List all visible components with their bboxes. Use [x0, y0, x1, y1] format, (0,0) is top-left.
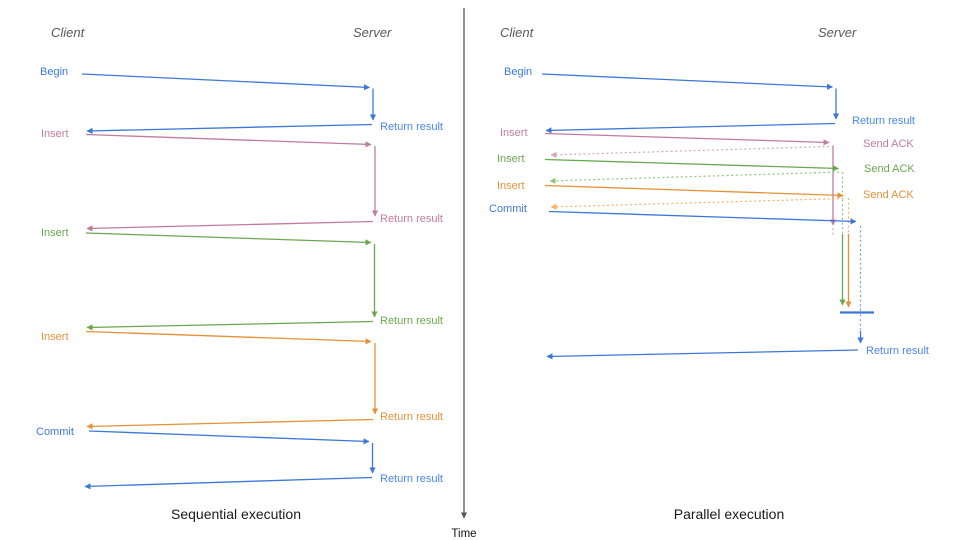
- par-insert3-ack-label: Send ACK: [863, 189, 914, 201]
- seq-commit-return-arrow: [84, 476, 373, 490]
- par-message-insert-1: Insert Send ACK: [500, 127, 914, 235]
- seq-insert1-return-arrow: [86, 220, 374, 232]
- par-insert3-request-arrow: [544, 184, 844, 199]
- seq-commit-label: Commit: [36, 426, 74, 438]
- seq-message-insert-1: Insert Return result: [41, 128, 443, 232]
- par-insert3-label: Insert: [497, 180, 525, 192]
- seq-begin-return-label: Return result: [380, 121, 443, 133]
- par-commit-request-arrow: [548, 210, 857, 225]
- par-insert2-ack-label: Send ACK: [864, 163, 915, 175]
- par-server-header: Server: [818, 25, 857, 40]
- par-message-insert-2: Insert Send ACK: [497, 153, 915, 306]
- par-insert1-ack-arrow: [550, 145, 830, 158]
- seq-message-commit: Commit Return result: [36, 426, 443, 490]
- time-axis: Time: [451, 8, 477, 540]
- par-title: Parallel execution: [674, 506, 785, 522]
- par-insert2-ack-arrow: [549, 171, 840, 184]
- time-axis-label: Time: [451, 528, 476, 540]
- seq-begin-return-arrow: [86, 123, 373, 134]
- seq-insert3-label: Insert: [41, 331, 69, 343]
- seq-insert1-request-arrow: [85, 133, 372, 148]
- seq-insert3-request-arrow: [85, 330, 372, 345]
- par-insert1-label: Insert: [500, 127, 528, 139]
- seq-insert2-return-arrow: [86, 320, 374, 331]
- par-commit-return-label: Return result: [866, 345, 929, 357]
- seq-message-insert-3: Insert Return result: [41, 330, 443, 430]
- seq-insert3-return-label: Return result: [380, 411, 443, 423]
- par-message-commit: Commit Return result: [489, 203, 929, 360]
- par-begin-request-arrow: [541, 73, 833, 90]
- par-insert1-request-arrow: [544, 132, 830, 146]
- seq-insert3-return-arrow: [86, 418, 374, 430]
- seq-insert1-return-label: Return result: [380, 213, 443, 225]
- seq-message-insert-2: Insert Return result: [41, 227, 443, 331]
- seq-commit-request-arrow: [88, 430, 370, 445]
- sequential-diagram: Client Server Begin Return result Insert…: [36, 25, 443, 522]
- seq-message-begin: Begin Return result: [40, 66, 443, 134]
- par-insert3-ack-arrow: [550, 197, 844, 210]
- par-begin-return-label: Return result: [852, 115, 915, 127]
- seq-insert2-request-arrow: [85, 232, 372, 246]
- seq-insert1-label: Insert: [41, 128, 69, 140]
- seq-server-header: Server: [353, 25, 392, 40]
- par-insert1-ack-label: Send ACK: [863, 138, 914, 150]
- par-commit-label: Commit: [489, 203, 527, 215]
- par-message-insert-3: Insert Send ACK: [497, 180, 914, 308]
- seq-title: Sequential execution: [171, 506, 301, 522]
- par-client-header: Client: [500, 25, 535, 40]
- par-insert2-label: Insert: [497, 153, 525, 165]
- par-begin-label: Begin: [504, 66, 532, 78]
- par-insert2-request-arrow: [544, 158, 839, 172]
- seq-insert2-label: Insert: [41, 227, 69, 239]
- seq-client-header: Client: [51, 25, 86, 40]
- par-commit-return-arrow: [546, 349, 859, 360]
- parallel-diagram: Client Server Begin Return result Insert…: [489, 25, 929, 522]
- seq-begin-label: Begin: [40, 66, 68, 78]
- seq-insert2-return-label: Return result: [380, 315, 443, 327]
- seq-commit-return-label: Return result: [380, 473, 443, 485]
- seq-begin-request-arrow: [81, 73, 370, 91]
- par-message-begin: Begin Return result: [504, 66, 915, 134]
- par-begin-return-arrow: [545, 122, 836, 134]
